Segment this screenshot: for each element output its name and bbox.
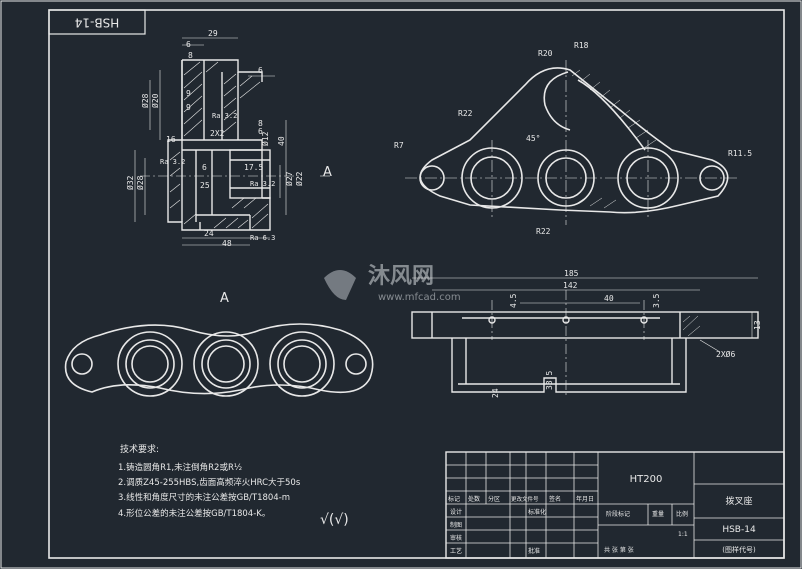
- tech-line-1: 1.铸造圆角R1,未注倒角R2或R½: [118, 462, 242, 473]
- fork-hatch: [571, 69, 657, 209]
- view-label-a: A: [220, 291, 229, 306]
- front-dimension-texts: 185 142 40 4.5 3.5 13 2XØ6 33.5 24: [491, 269, 762, 398]
- watermark-url: www.mfcad.com: [378, 292, 461, 303]
- tb-process: 工艺: [450, 547, 462, 555]
- tb-design: 设计: [450, 508, 462, 516]
- dim-d28: Ø28: [140, 93, 150, 108]
- tb-scale-value: 1:1: [678, 531, 688, 538]
- dim-8: 8: [188, 51, 193, 60]
- dim-6: 6: [186, 40, 191, 49]
- fork-centerlines: [405, 60, 740, 225]
- ra-6-3: Ra 6.3: [250, 234, 275, 242]
- ra-3-2-b: Ra 3.2: [160, 158, 185, 166]
- dim-d22: Ø22: [294, 171, 304, 186]
- dim-r7: R7: [394, 141, 404, 150]
- dim-4-5: 4.5: [509, 293, 518, 308]
- material-label: HT200: [630, 474, 663, 485]
- tb-label-zone: 分区: [488, 495, 500, 503]
- dim-r20: R20: [538, 49, 553, 58]
- dim-r18: R18: [574, 41, 589, 50]
- watermark: 沐风网 www.mfcad.com: [324, 264, 461, 303]
- dim-d32: Ø32: [125, 175, 135, 190]
- dim-r22a: R22: [458, 109, 473, 118]
- section-dimension-lines: [134, 37, 330, 246]
- tb-stage-mark: 阶段标记: [606, 510, 630, 518]
- dim-142: 142: [563, 281, 578, 290]
- dim-d28b: Ø28: [135, 175, 145, 190]
- dim-2x2: 2X2: [210, 129, 225, 138]
- tb-label-change-doc: 更改文件号: [511, 495, 539, 503]
- tb-label-mark: 标记: [448, 495, 460, 503]
- tb-sheets: 共 张 第 张: [604, 546, 634, 554]
- dim-40: 40: [277, 136, 286, 146]
- tb-label-sign: 签名: [549, 495, 561, 503]
- tech-line-3: 3.线性和角度尺寸的未注公差按GB/T1804-m: [118, 492, 290, 503]
- dim-48: 48: [222, 239, 232, 248]
- watermark-logo-icon: [324, 270, 356, 300]
- dim-25: 25: [200, 181, 210, 190]
- dim-2xd6: 2XØ6: [716, 349, 735, 359]
- dim-16: 16: [166, 135, 176, 144]
- dim-24: 24: [204, 229, 214, 238]
- view-arrow-label-a: A: [323, 165, 332, 180]
- tb-standardize: 标准化: [528, 508, 546, 516]
- dim-d12: Ø12: [260, 131, 270, 146]
- dim-6b: 6: [258, 66, 263, 75]
- roughness-check-symbol: √(√): [320, 512, 349, 528]
- title-block: [445, 451, 785, 559]
- inner-frame: [48, 9, 785, 559]
- drawing-number-box: HSB-14: [48, 9, 146, 35]
- tb-weight: 重量: [652, 510, 664, 518]
- dim-17-5: 17.5: [244, 163, 263, 172]
- section-hatch: [169, 61, 269, 229]
- section-dimension-texts: 29 6 8 6 Ø28 Ø20 9 9 Ra 3.2 16 2X2 8 6 Ø…: [125, 29, 332, 248]
- drawing-number-sub: (图样代号): [722, 545, 756, 554]
- dim-33-5: 33.5: [545, 371, 554, 390]
- fork-dimension-texts: R20 R18 R22 R7 R11.5 45° R22: [394, 41, 752, 236]
- tech-line-2: 2.调质Z45-255HBS,齿面高频淬火HRC大于50s: [118, 477, 301, 488]
- tb-draw: 制图: [450, 521, 462, 529]
- dim-6d: 6: [202, 163, 207, 172]
- ra-3-2-a: Ra 3.2: [212, 112, 237, 120]
- tb-review: 审核: [450, 534, 462, 542]
- view-a: [64, 323, 374, 397]
- ra-3-2-c: Ra 3.2: [250, 180, 275, 188]
- drawing-number: HSB-14: [722, 525, 756, 535]
- dim-40b: 40: [604, 294, 614, 303]
- front-dimension-lines: [412, 277, 758, 395]
- dim-d20: Ø20: [150, 93, 160, 108]
- tb-label-count: 处数: [468, 495, 480, 503]
- section-view: [167, 59, 271, 231]
- tech-title: 技术要求:: [120, 443, 159, 455]
- technical-requirements: 技术要求: 1.铸造圆角R1,未注倒角R2或R½ 2.调质Z45-255HBS,…: [118, 443, 349, 528]
- dim-r22b: R22: [536, 227, 551, 236]
- watermark-text: 沐风网: [368, 264, 434, 289]
- dim-9b: 9: [186, 103, 191, 112]
- dim-24b: 24: [491, 388, 500, 398]
- dim-13: 13: [753, 320, 762, 330]
- dim-r11-5: R11.5: [728, 149, 752, 158]
- dim-8b: 8: [258, 119, 263, 128]
- dim-6c: 6: [258, 127, 263, 136]
- dim-d27: Ø27: [284, 171, 294, 186]
- dim-9: 9: [186, 89, 191, 98]
- tech-line-4: 4.形位公差的未注公差按GB/T1804-K。: [118, 508, 270, 519]
- tb-label-date: 年月日: [576, 495, 594, 503]
- title-block-texts: HT200 拨叉座 HSB-14 (图样代号) 标记 处数 分区 更改文件号 签…: [448, 474, 756, 555]
- dim-185: 185: [564, 269, 579, 278]
- tb-approve: 批准: [528, 547, 540, 555]
- tb-scale: 比例: [676, 510, 688, 518]
- dim-29: 29: [208, 29, 218, 38]
- front-view: [411, 311, 759, 393]
- dim-45deg: 45°: [526, 134, 540, 143]
- dim-3-5: 3.5: [652, 293, 661, 308]
- front-hatch: [682, 315, 701, 337]
- drawing-number-rotated: HSB-14: [75, 16, 119, 30]
- part-name: 拨叉座: [725, 495, 752, 507]
- fork-top-view: [419, 67, 729, 214]
